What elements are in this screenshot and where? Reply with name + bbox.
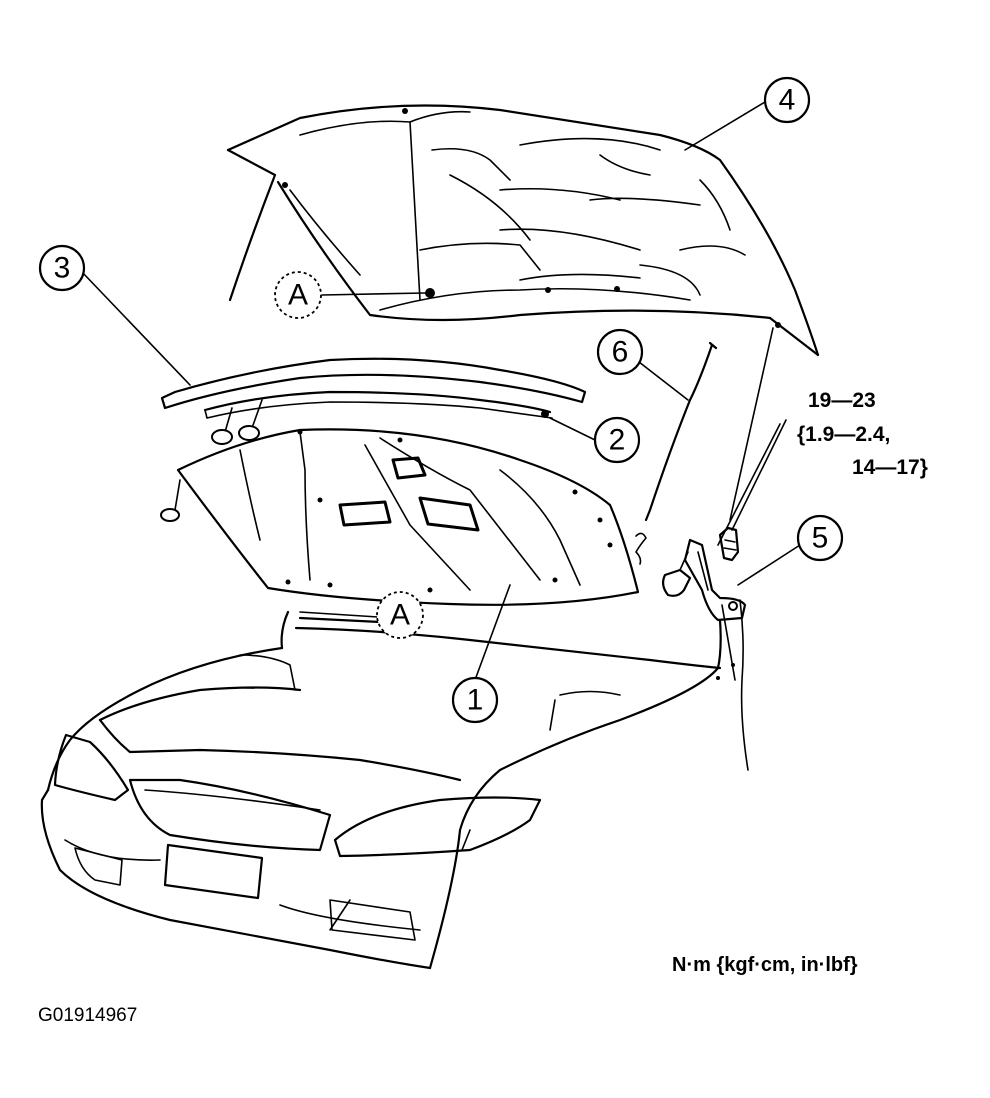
hood-panel <box>226 104 820 357</box>
svg-text:6: 6 <box>612 336 629 369</box>
torque-spec: 19—23 {1.9—2.4, 14—17} <box>797 389 928 479</box>
figure-id: G01914967 <box>38 1005 137 1026</box>
svg-text:1: 1 <box>467 684 484 717</box>
hood-support-rod <box>635 341 718 565</box>
callout-3: 3 <box>38 244 86 292</box>
svg-text:3: 3 <box>54 252 71 285</box>
callout-a-lower: A <box>376 591 424 639</box>
svg-text:A: A <box>288 279 308 312</box>
torque-line-1: 19—23 <box>808 389 876 412</box>
callout-6: 6 <box>596 328 644 376</box>
callout-2: 2 <box>593 416 641 464</box>
callout-5: 5 <box>796 514 844 562</box>
svg-text:5: 5 <box>812 522 829 555</box>
callout-a-upper: A <box>274 271 322 319</box>
torque-line-2: {1.9—2.4, <box>797 423 890 446</box>
hood-ledge-seal <box>203 390 553 445</box>
hood-seal <box>160 357 587 410</box>
leader-lines <box>81 101 801 681</box>
svg-text:4: 4 <box>779 84 796 117</box>
hood-hinge <box>661 327 787 622</box>
car-body <box>40 599 749 970</box>
torque-line-3: 14—17} <box>852 456 928 479</box>
callout-4: 4 <box>763 76 811 124</box>
units-note: N·m {kgf·cm, in·lbf} <box>672 954 858 976</box>
callout-1: 1 <box>451 676 499 724</box>
svg-text:A: A <box>390 599 410 632</box>
svg-text:2: 2 <box>609 424 626 457</box>
hood-insulator <box>160 428 640 606</box>
